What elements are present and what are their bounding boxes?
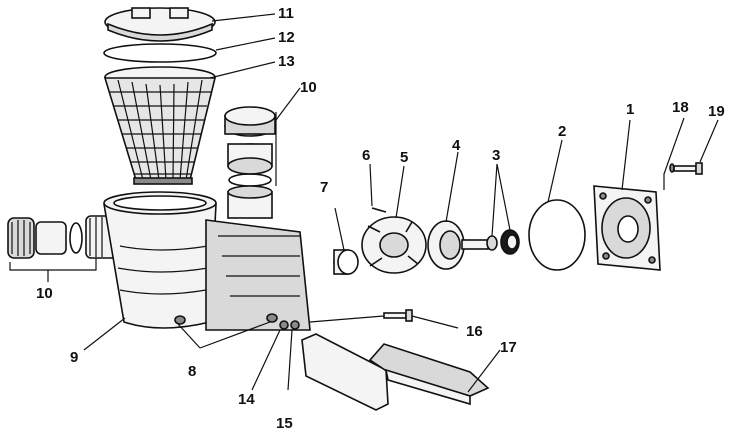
part-wear-ring (333, 249, 359, 275)
leader-lines (9, 13, 719, 393)
callout-13: 13 (278, 53, 295, 70)
callout-3: 3 (492, 147, 500, 164)
callout-15: 15 (276, 415, 293, 432)
part-motor-support (301, 333, 490, 411)
callout-10-left: 10 (36, 285, 53, 302)
part-diffuser (361, 216, 427, 274)
callout-4: 4 (452, 137, 461, 154)
callout-11: 11 (278, 5, 294, 22)
part-pump-body (103, 185, 311, 331)
callout-9: 9 (70, 349, 78, 366)
part-drain-plug (279, 320, 289, 330)
part-shaft-seal (486, 229, 520, 255)
callout-19: 19 (708, 103, 725, 120)
callout-7: 7 (320, 179, 328, 196)
part-diffuser-screw (371, 207, 387, 213)
callout-10-upper: 10 (300, 79, 317, 96)
part-impeller (427, 220, 489, 270)
part-motor-bolt (383, 309, 413, 322)
callout-14: 14 (238, 391, 255, 408)
part-drain-plug-o-ring (290, 320, 300, 330)
callout-5: 5 (400, 149, 408, 166)
callout-8: 8 (188, 363, 196, 380)
callout-12: 12 (278, 29, 295, 46)
part-plate-bolt (669, 162, 703, 175)
callout-16: 16 (466, 323, 483, 340)
part-strainer-basket (103, 66, 217, 185)
part-housing-o-ring (528, 199, 586, 271)
callout-2: 2 (558, 123, 566, 140)
callout-18: 18 (672, 99, 689, 116)
part-union-set-upper (224, 106, 276, 187)
part-seal-plate (593, 185, 661, 271)
callout-6: 6 (362, 147, 370, 164)
part-union-set-left (7, 215, 117, 259)
part-strainer-lid (104, 7, 216, 42)
part-lid-o-ring (103, 43, 217, 63)
callout-17: 17 (500, 339, 517, 356)
callout-1: 1 (626, 101, 634, 118)
